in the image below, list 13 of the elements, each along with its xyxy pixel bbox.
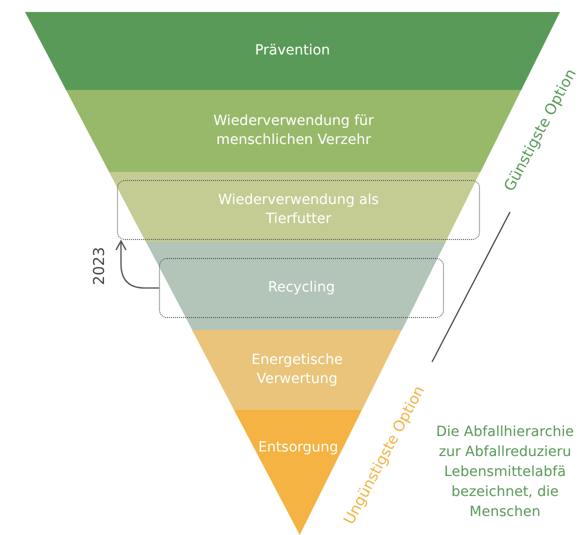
level-label: Wiederverwendung als Tierfutter xyxy=(217,191,380,229)
curved-arrow xyxy=(115,240,159,289)
level-label: Wiederverwendung für menschlichen Verzehr xyxy=(212,112,375,150)
hierarchy-level-band xyxy=(109,172,480,242)
level-label: Prävention xyxy=(254,42,332,60)
level-label: Entsorgung xyxy=(257,438,340,457)
level-label: Recycling xyxy=(267,278,336,298)
description-paragraph: Die Abfallhierarchie zur Abfallreduzieru Lebensmittelabfä bezeichnet, die Menschen xyxy=(435,423,575,522)
hierarchy-level-band xyxy=(146,242,446,330)
dotted-highlight-frame xyxy=(116,180,480,240)
dotted-highlight-frame xyxy=(158,258,444,318)
level-label: Energetische Verwertung xyxy=(250,351,344,389)
edge-label: 2023 xyxy=(90,246,108,286)
